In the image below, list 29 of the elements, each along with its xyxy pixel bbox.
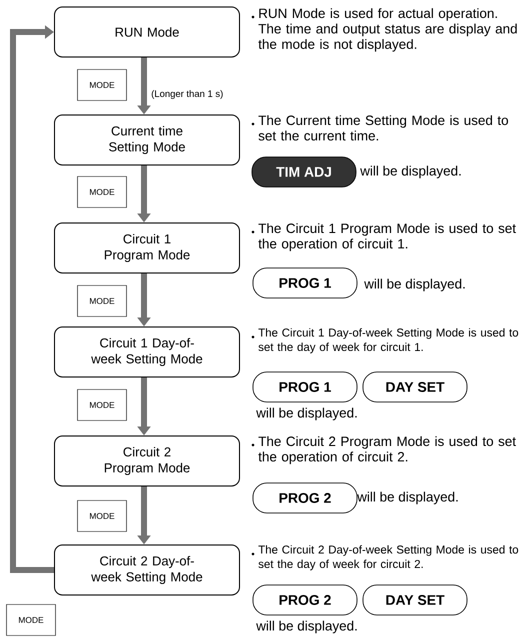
mode-box: Circuit 2 Program Mode	[54, 436, 240, 486]
display-indicator: DAY SET	[362, 372, 468, 402]
description: The Circuit 1 Day-of-week Setting Mode is used to set the day of week for circuit 1.	[258, 328, 518, 354]
description: The Current time Setting Mode is used to set the current time.	[258, 115, 508, 141]
display-indicator: TIM ADJ	[252, 156, 356, 188]
note: will be displayed.	[256, 408, 357, 420]
mode-box: Circuit 1 Program Mode	[54, 222, 240, 274]
description: The Circuit 1 Program Mode is used to set the operation of circuit 1.	[258, 223, 516, 252]
display-indicator: PROG 2	[252, 482, 358, 514]
mode-key: MODE	[77, 285, 127, 317]
arrow	[10, 25, 54, 573]
mode-key: MODE	[77, 69, 127, 101]
mode-key: MODE	[77, 500, 127, 532]
mode-key: MODE	[77, 176, 127, 208]
mode-box: Circuit 2 Day-of-week Setting Mode	[54, 544, 240, 596]
mode-key: MODE	[6, 604, 56, 636]
display-indicator: DAY SET	[362, 584, 468, 616]
description: The Circuit 2 Program Mode is used to set the operation of circuit 2.	[258, 436, 516, 464]
display-indicator: PROG 2	[252, 584, 358, 616]
mode-box: RUN Mode	[54, 6, 240, 58]
display-indicator: PROG 1	[252, 372, 358, 402]
mode-key: MODE	[77, 389, 127, 421]
display-indicator: PROG 1	[252, 268, 358, 298]
mode-box: Current time Setting Mode	[54, 114, 240, 166]
edge-label: (Longer than 1 s)	[152, 90, 223, 99]
description: RUN Mode is used for actual operation. The time and output status are display and the mode is not displayed.	[258, 8, 517, 52]
note: will be displayed.	[256, 620, 357, 634]
mode-box: Circuit 1 Day-of-week Setting Mode	[54, 326, 240, 378]
description: The Circuit 2 Day-of-week Setting Mode is used to set the day of week for circuit 2.	[258, 545, 518, 570]
